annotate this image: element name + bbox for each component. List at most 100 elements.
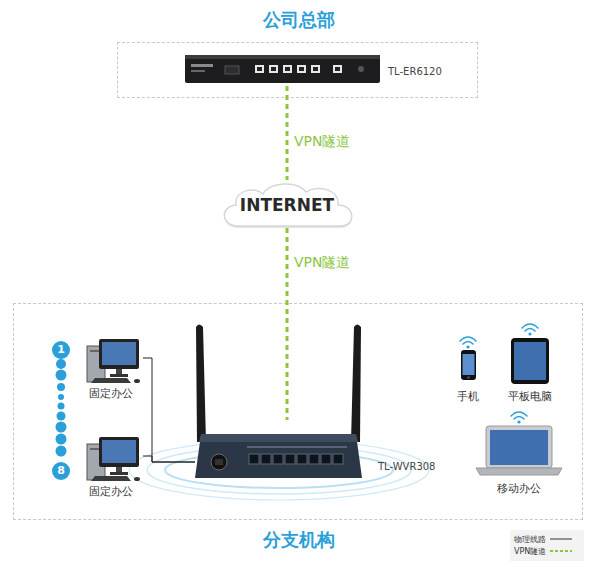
- graphic-part: [116, 467, 122, 472]
- graphic-part: [91, 476, 131, 481]
- graphic-part: [460, 337, 476, 341]
- edge-label: VPN隧道: [294, 253, 351, 271]
- graphic-part: [522, 324, 538, 328]
- device-caption: 固定办公: [79, 387, 143, 401]
- chain-dot: [57, 412, 66, 421]
- graphic-part: [476, 468, 562, 475]
- graphic-part: [297, 65, 306, 73]
- desktop-pc: 固定办公: [85, 338, 143, 404]
- graphic-part: [511, 338, 549, 384]
- graphic-part: [99, 339, 139, 369]
- graphic-part: [261, 454, 271, 464]
- graphic-part: [99, 437, 139, 467]
- chain-dot: [56, 434, 67, 445]
- graphic-part: [333, 65, 342, 73]
- tablet-device: 平板电脑: [503, 322, 557, 406]
- graphic-part: [514, 417, 524, 420]
- graphic-part: [463, 354, 475, 375]
- graphic-part: [299, 67, 304, 71]
- cloud-label: INTERNET: [217, 195, 357, 215]
- callout-circle: 1: [52, 341, 70, 359]
- chain-dot: [56, 359, 66, 369]
- graphic-part: [466, 345, 469, 348]
- device-caption: 固定办公: [79, 485, 143, 499]
- graphic-part: [102, 440, 136, 463]
- legend-row: VPN隧道: [514, 545, 580, 557]
- legend-row: 物理线路: [514, 533, 580, 545]
- branch-box: 分支机构18固定办公固定办公TL-WVR308手机平板电脑移动办公: [13, 303, 583, 520]
- graphic-part: [110, 472, 128, 475]
- graphic-part: [297, 454, 307, 464]
- callout-number: 8: [52, 462, 70, 480]
- graphic-part: [134, 477, 140, 481]
- graphic-part: [215, 459, 223, 465]
- chain-dot: [58, 394, 64, 400]
- group-heading: 分支机构: [14, 527, 584, 553]
- hq-box: 公司总部TL-ER6120: [117, 42, 478, 98]
- graphic-part: [511, 412, 527, 419]
- graphic-part: [309, 454, 319, 464]
- physical-line: [143, 358, 195, 462]
- legend-line: [550, 550, 572, 552]
- graphic-part: [528, 332, 531, 335]
- graphic-part: [358, 66, 364, 72]
- device-caption: 移动办公: [474, 482, 564, 496]
- graphic-part: [283, 65, 292, 73]
- graphic-part: [191, 64, 213, 67]
- graphic-part: [196, 325, 206, 443]
- chain-dot: [56, 422, 67, 433]
- graphic-part: [321, 454, 331, 464]
- phone-device: 手机: [452, 335, 484, 407]
- internet-cloud: INTERNET: [217, 180, 357, 228]
- graphic-part: [269, 65, 278, 73]
- wireless-router-shape: [195, 420, 362, 478]
- graphic-part: [257, 67, 262, 71]
- graphic-part: [195, 434, 362, 478]
- graphic-part: [91, 378, 131, 383]
- router-device-shape: [185, 52, 380, 86]
- group-heading: 公司总部: [118, 7, 479, 33]
- graphic-part: [191, 70, 205, 72]
- callout-circle: 8: [52, 462, 70, 480]
- dot-chain: [56, 359, 67, 457]
- graphic-part: [460, 337, 476, 344]
- graphic-part: [110, 374, 128, 377]
- vpn-tunnel-line: [286, 228, 289, 420]
- graphic-part: [335, 67, 340, 71]
- graphic-part: [185, 55, 380, 59]
- graphic-part: [225, 66, 239, 74]
- graphic-part: [116, 369, 122, 374]
- vpn-tunnel-line: [286, 86, 289, 180]
- graphic-part: [511, 412, 527, 416]
- graphic-part: [273, 454, 283, 464]
- graphic-part: [486, 426, 552, 468]
- chain-dot: [58, 403, 65, 410]
- graphic-part: [461, 350, 476, 380]
- legend-box: 物理线路VPN隧道: [510, 530, 584, 561]
- graphic-part: [490, 430, 548, 465]
- device-model: TL-ER6120: [388, 65, 442, 79]
- legend-text: 物理线路: [514, 534, 546, 545]
- chain-dot: [57, 383, 65, 391]
- legend-line: [550, 539, 572, 540]
- callout-number: 1: [52, 341, 70, 359]
- graphic-part: [52, 462, 70, 480]
- graphic-part: [311, 65, 320, 73]
- graphic-part: [463, 342, 473, 345]
- graphic-part: [199, 434, 358, 442]
- graphic-part: [467, 376, 470, 379]
- graphic-part: [285, 454, 295, 464]
- chain-dot: [56, 370, 67, 381]
- wireless-router: TL-WVR308: [195, 420, 362, 478]
- legend-sample: [550, 548, 572, 554]
- graphic-part: [517, 420, 520, 423]
- device-model: TL-WVR308: [378, 460, 435, 474]
- graphic-part: [271, 67, 276, 71]
- laptop-device: 移动办公: [474, 410, 564, 496]
- physical-line: [143, 456, 195, 462]
- legend-text: VPN隧道: [514, 546, 546, 557]
- graphic-part: [211, 454, 227, 470]
- graphic-part: [514, 342, 546, 380]
